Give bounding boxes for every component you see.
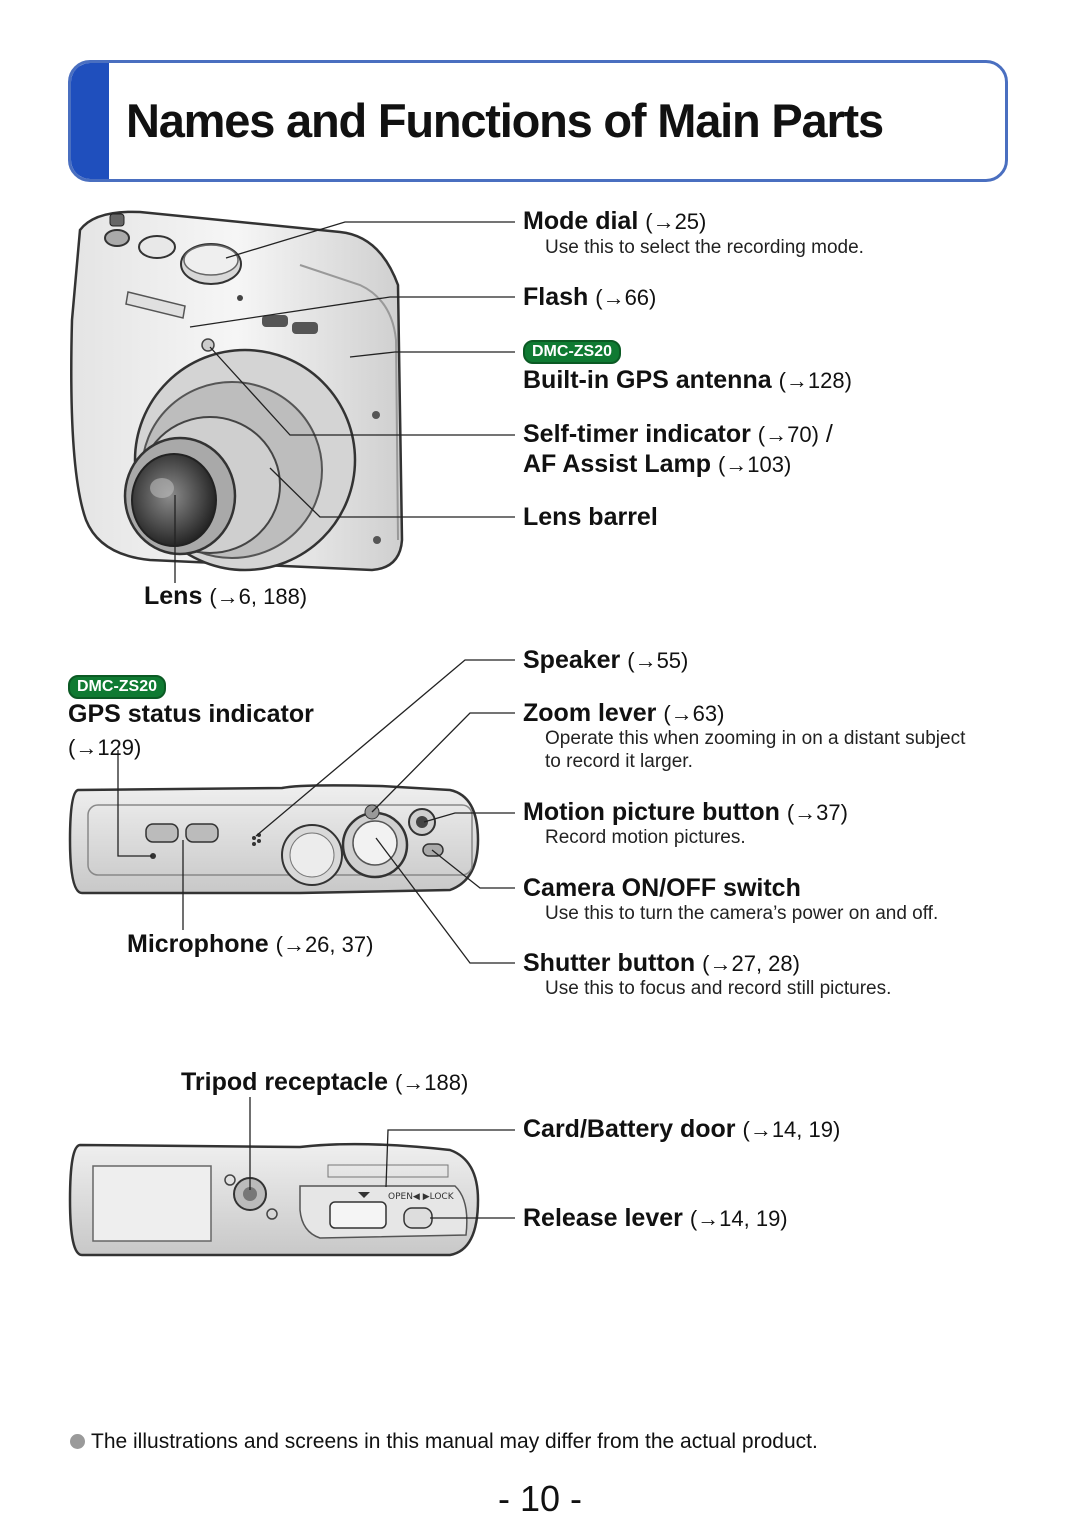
self-timer-label: Self-timer indicator (→70) / (523, 420, 833, 448)
model-badge-top: DMC-ZS20 (68, 675, 167, 699)
card-door-label: Card/Battery door (→14, 19) (523, 1115, 841, 1143)
onoff-switch-label: Camera ON/OFF switch (523, 874, 801, 902)
onoff-switch-description: Use this to turn the camera’s power on a… (545, 903, 939, 924)
model-badge: DMC-ZS20 (523, 340, 622, 364)
release-lever-label: Release lever (→14, 19) (523, 1204, 788, 1232)
open-lock-label: OPEN◀ ▶LOCK (388, 1192, 455, 1202)
lens-barrel-label: Lens barrel (523, 503, 658, 531)
flash-label: Flash (→66) (523, 283, 657, 311)
mode-dial-description: Use this to select the recording mode. (545, 237, 864, 258)
front-camera-drawing (70, 210, 404, 572)
mode-dial-label: Mode dial (→25) (523, 207, 707, 235)
bottom-camera-drawing: OPEN◀ ▶LOCK (68, 1142, 480, 1257)
bullet-icon (70, 1434, 85, 1449)
page-title: Names and Functions of Main Parts (126, 94, 884, 147)
gps-status-label: GPS status indicator (68, 700, 314, 728)
zoom-lever-description-2: to record it larger. (545, 751, 693, 772)
shutter-label: Shutter button (→27, 28) (523, 949, 800, 977)
top-camera-drawing (68, 784, 480, 895)
lens-label: Lens (→6, 188) (144, 582, 308, 610)
motion-button-description: Record motion pictures. (545, 827, 746, 848)
shutter-description: Use this to focus and record still pictu… (545, 978, 892, 999)
footnote: The illustrations and screens in this ma… (70, 1430, 818, 1454)
title-accent-bar (71, 63, 109, 179)
leader-lines (117, 221, 515, 1219)
zoom-lever-label: Zoom lever (→63) (523, 699, 725, 727)
gps-antenna-label: Built-in GPS antenna (→128) (523, 366, 852, 394)
gps-status-ref: (→129) (68, 735, 142, 760)
title-box: Names and Functions of Main Parts (68, 60, 1008, 182)
footnote-text: The illustrations and screens in this ma… (91, 1430, 818, 1453)
page-number: - 10 - (497, 1478, 583, 1519)
microphone-label: Microphone (→26, 37) (127, 930, 374, 958)
af-assist-label: AF Assist Lamp (→103) (523, 450, 792, 478)
speaker-label: Speaker (→55) (523, 646, 689, 674)
zoom-lever-description-1: Operate this when zooming in on a distan… (545, 728, 966, 749)
motion-button-label: Motion picture button (→37) (523, 798, 848, 826)
tripod-label: Tripod receptacle (→188) (181, 1068, 469, 1096)
